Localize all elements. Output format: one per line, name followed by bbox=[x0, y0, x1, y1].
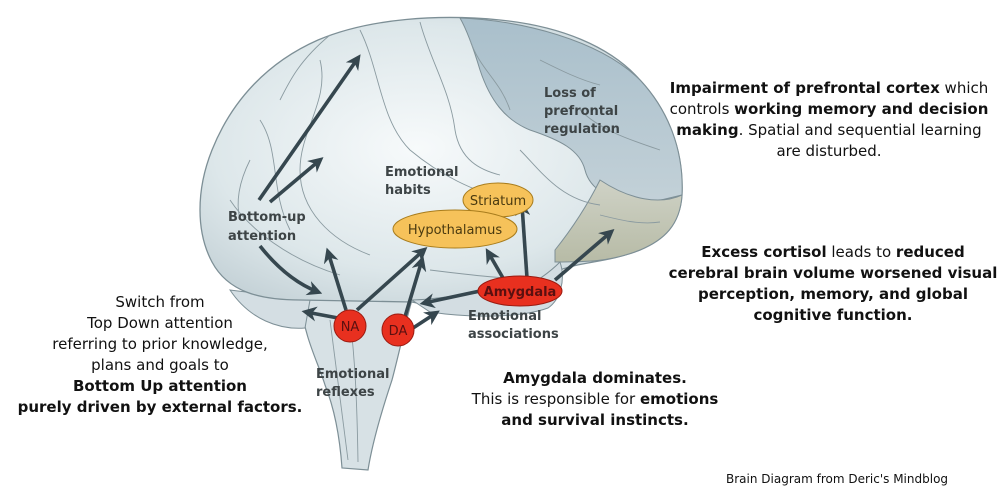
svg-text:Loss of: Loss of bbox=[544, 86, 596, 101]
attention-line: purely driven by external factors. bbox=[17, 398, 303, 416]
image-credit: Brain Diagram from Deric's Mindblog bbox=[726, 472, 949, 486]
attention-line: Top Down attention bbox=[87, 314, 233, 332]
svg-text:Bottom-up: Bottom-up bbox=[228, 210, 306, 225]
node-na: NA bbox=[333, 309, 367, 343]
arrow-na-left bbox=[301, 306, 339, 322]
svg-text:Emotional: Emotional bbox=[316, 367, 389, 382]
label-emotional-reflexes: Emotional reflexes bbox=[316, 367, 389, 400]
arrow-attention-down bbox=[258, 244, 323, 296]
arrow-amyg-striatum bbox=[515, 200, 531, 279]
cortisol-annotation: Excess cortisol leads to reduced cerebra… bbox=[668, 243, 998, 324]
arrow-attention-mid bbox=[268, 157, 324, 204]
svg-text:attention: attention bbox=[228, 229, 296, 244]
label-emotional-habits: Emotional habits bbox=[385, 165, 458, 198]
arrow-attention-top bbox=[257, 54, 361, 202]
arrow-da-hypo bbox=[402, 255, 427, 321]
arrow-amyg-da bbox=[419, 289, 481, 309]
svg-text:habits: habits bbox=[385, 183, 431, 198]
temporal-region bbox=[554, 179, 683, 263]
node-striatum: Striatum bbox=[462, 182, 534, 218]
brainstem bbox=[299, 299, 413, 471]
svg-text:prefrontal: prefrontal bbox=[544, 104, 618, 119]
svg-text:Emotional: Emotional bbox=[468, 309, 541, 324]
attention-annotation: Switch from Top Down attention referring… bbox=[0, 292, 320, 418]
striatum-label: Striatum bbox=[470, 194, 526, 209]
svg-text:Emotional: Emotional bbox=[385, 165, 458, 180]
attention-line: Bottom Up attention bbox=[73, 377, 247, 395]
attention-line: referring to prior knowledge, bbox=[52, 335, 268, 353]
arrow-da-right bbox=[409, 310, 440, 332]
svg-text:reflexes: reflexes bbox=[316, 385, 375, 400]
attention-line: plans and goals to bbox=[91, 356, 229, 374]
hypothalamus-label: Hypothalamus bbox=[408, 223, 502, 238]
amygdala-annotation: Amygdala dominates. This is responsible … bbox=[471, 369, 719, 429]
label-loss-prefrontal: Loss of prefrontal regulation bbox=[544, 86, 620, 137]
arrow-amyg-hypo bbox=[485, 248, 505, 279]
arrow-na-up bbox=[323, 247, 348, 311]
amygdala-label: Amygdala bbox=[484, 285, 557, 300]
arrows bbox=[257, 54, 615, 332]
prefrontal-annotation: Impairment of prefrontal cortex which co… bbox=[669, 79, 989, 160]
na-label: NA bbox=[341, 320, 360, 335]
label-emotional-associations: Emotional associations bbox=[468, 309, 559, 342]
svg-text:regulation: regulation bbox=[544, 122, 620, 137]
node-hypothalamus: Hypothalamus bbox=[392, 209, 518, 249]
arrow-amyg-temporal bbox=[553, 229, 615, 282]
attention-line: Switch from bbox=[115, 293, 205, 311]
node-da: DA bbox=[381, 313, 415, 347]
node-amygdala: Amygdala bbox=[477, 275, 563, 307]
label-bottom-up-attention: Bottom-up attention bbox=[228, 210, 306, 244]
svg-text:associations: associations bbox=[468, 327, 559, 342]
da-label: DA bbox=[389, 324, 408, 339]
